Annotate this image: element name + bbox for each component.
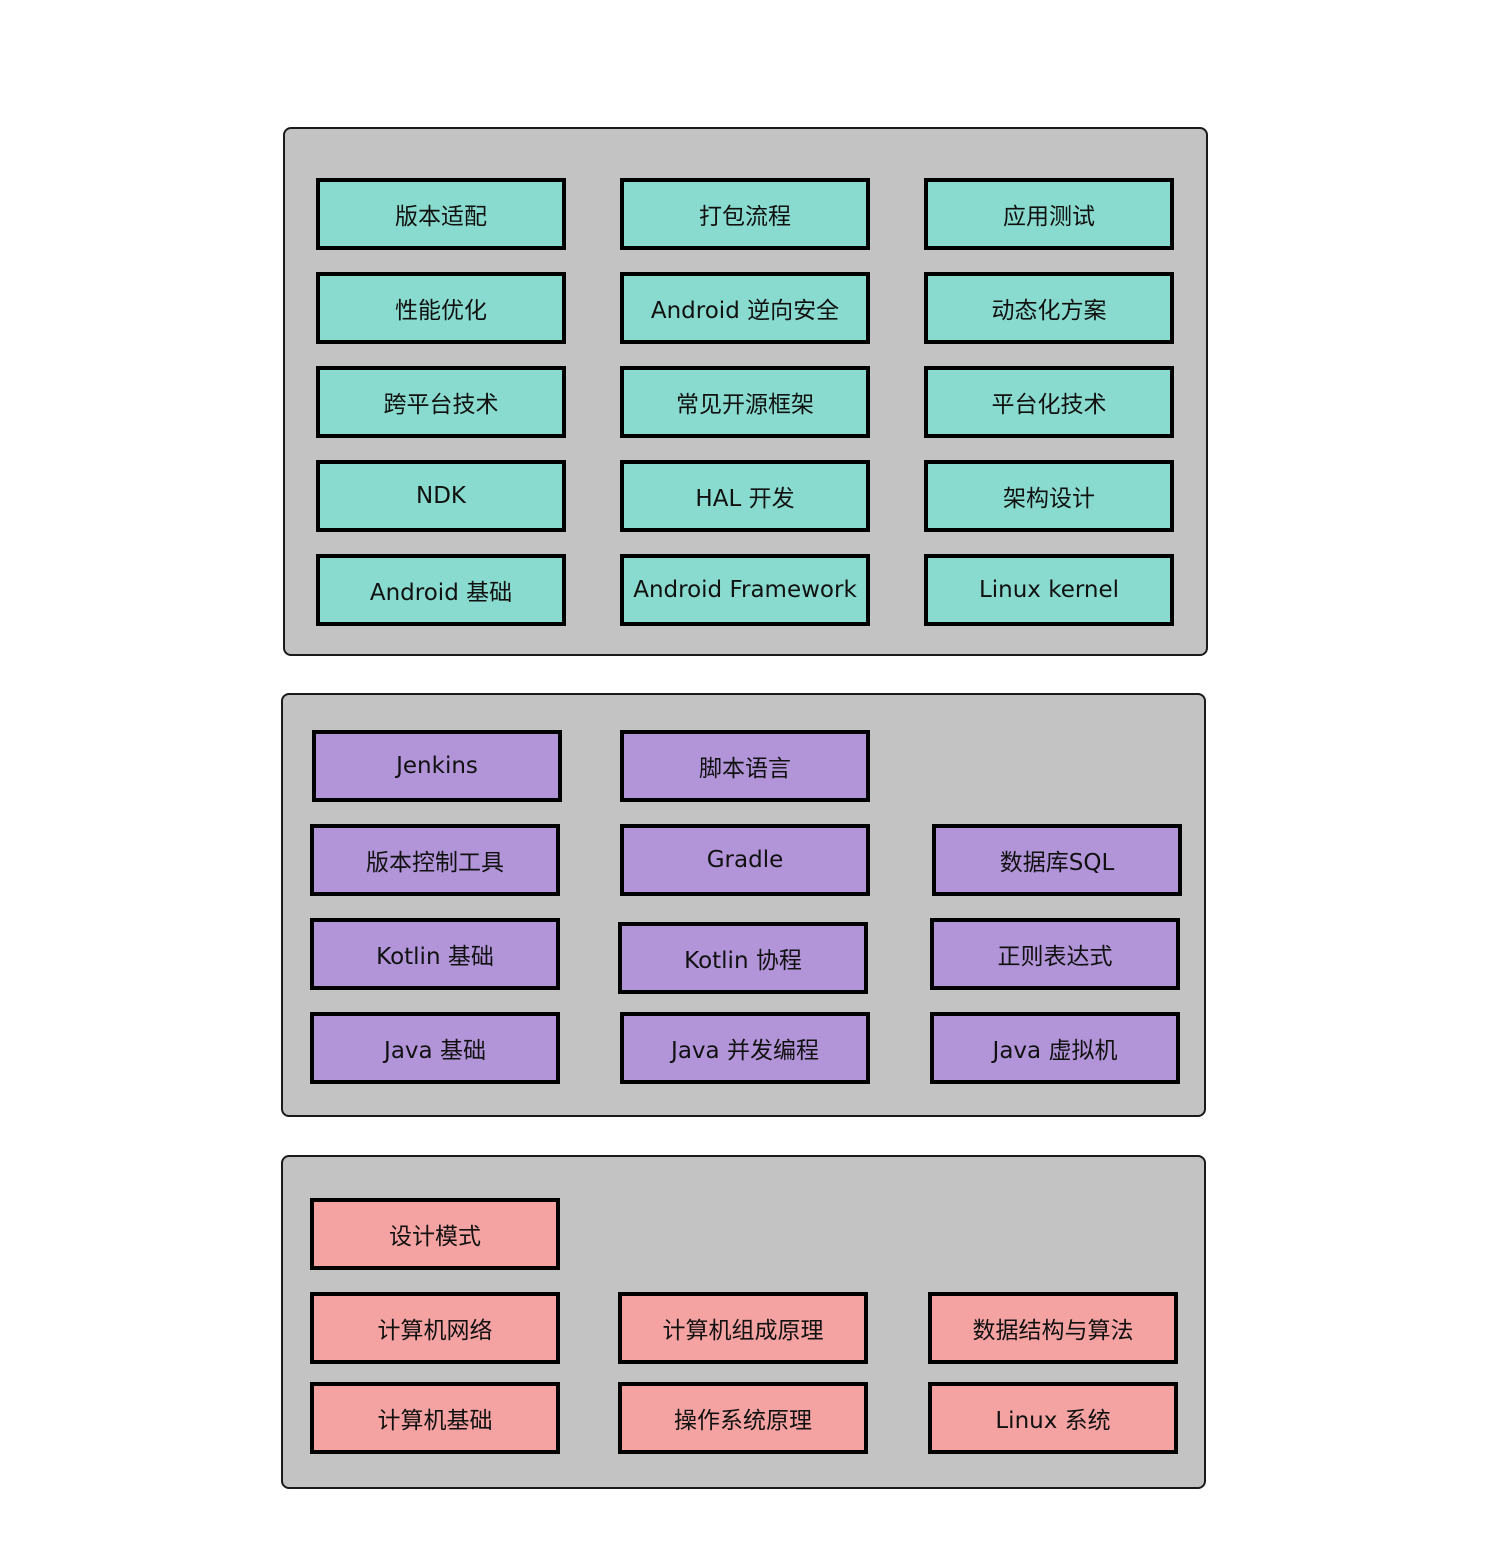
box-operating-systems: 操作系统原理 [618, 1382, 868, 1454]
box-performance-optimization: 性能优化 [316, 272, 566, 344]
box-app-testing: 应用测试 [924, 178, 1174, 250]
box-jenkins: Jenkins [312, 730, 562, 802]
box-dynamic-solutions: 动态化方案 [924, 272, 1174, 344]
box-android-reverse-security: Android 逆向安全 [620, 272, 870, 344]
box-java-basics: Java 基础 [310, 1012, 560, 1084]
box-hal-development: HAL 开发 [620, 460, 870, 532]
box-cross-platform: 跨平台技术 [316, 366, 566, 438]
box-linux-system: Linux 系统 [928, 1382, 1178, 1454]
box-kotlin-basics: Kotlin 基础 [310, 918, 560, 990]
box-platformization: 平台化技术 [924, 366, 1174, 438]
box-computer-networks: 计算机网络 [310, 1292, 560, 1364]
box-database-sql: 数据库SQL [932, 824, 1182, 896]
box-ndk: NDK [316, 460, 566, 532]
box-scripting-languages: 脚本语言 [620, 730, 870, 802]
box-regular-expressions: 正则表达式 [930, 918, 1180, 990]
box-java-virtual-machine: Java 虚拟机 [930, 1012, 1180, 1084]
box-linux-kernel: Linux kernel [924, 554, 1174, 626]
box-version-control: 版本控制工具 [310, 824, 560, 896]
box-packaging-process: 打包流程 [620, 178, 870, 250]
box-computer-organization: 计算机组成原理 [618, 1292, 868, 1364]
box-version-adaptation: 版本适配 [316, 178, 566, 250]
box-android-basics: Android 基础 [316, 554, 566, 626]
box-kotlin-coroutines: Kotlin 协程 [618, 922, 868, 994]
box-java-concurrency: Java 并发编程 [620, 1012, 870, 1084]
box-gradle: Gradle [620, 824, 870, 896]
box-architecture-design: 架构设计 [924, 460, 1174, 532]
box-data-structures-algorithms: 数据结构与算法 [928, 1292, 1178, 1364]
box-android-framework: Android Framework [620, 554, 870, 626]
box-computer-basics: 计算机基础 [310, 1382, 560, 1454]
box-open-source-frameworks: 常见开源框架 [620, 366, 870, 438]
box-design-patterns: 设计模式 [310, 1198, 560, 1270]
